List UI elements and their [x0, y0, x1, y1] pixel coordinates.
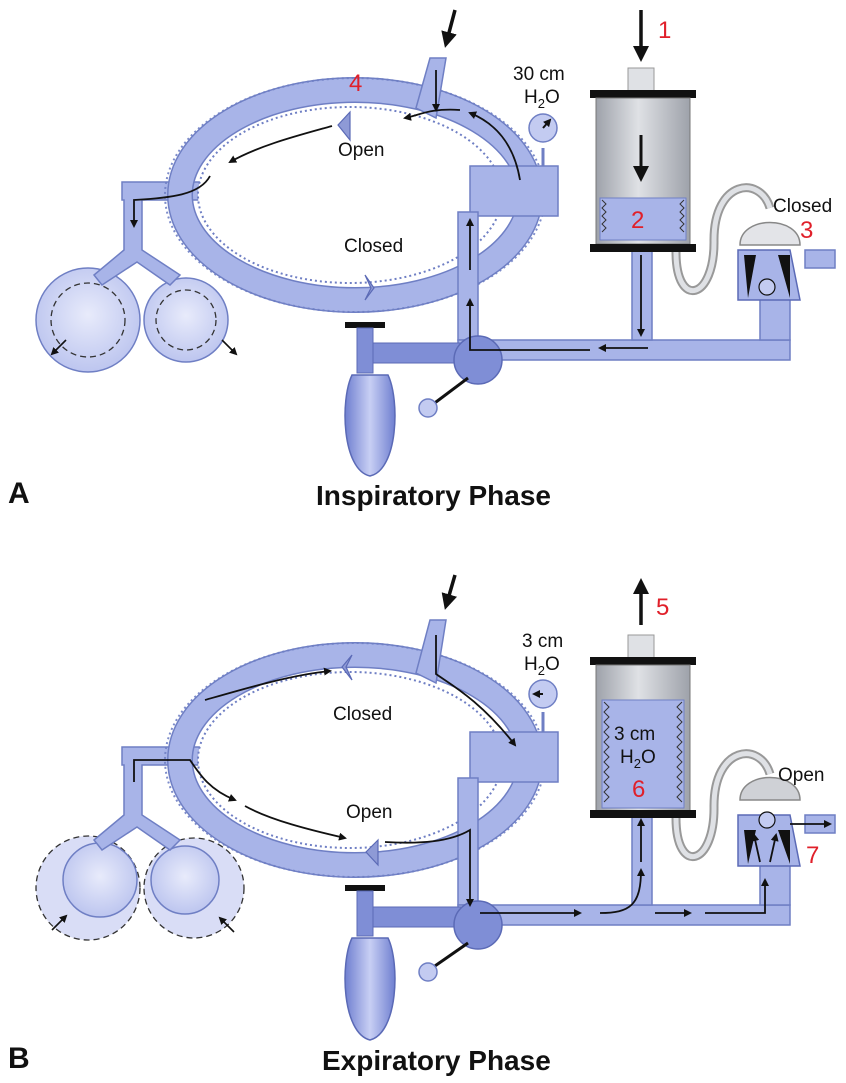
right-lung-expansion-arrow [221, 339, 238, 356]
apl-knob [418, 962, 438, 982]
apl-knob [418, 398, 438, 418]
apl-valve [453, 335, 503, 385]
lower-valve-label: Closed [344, 236, 403, 257]
bellows-pressure-value: 3 cm [614, 724, 655, 745]
drive-pipes [457, 777, 836, 926]
panel-inspiratory: 4 1 2 3 30 cm H2O Open Closed Closed A I… [8, 9, 836, 511]
fresh-gas-inlet [415, 9, 457, 120]
bellows [601, 699, 685, 809]
marker-1: 1 [658, 17, 671, 44]
left-lung-expansion-arrow [50, 339, 67, 356]
bellows-housing [590, 578, 696, 818]
bellows [599, 197, 687, 241]
left-lung [62, 842, 138, 918]
bellows-pressure-unit: H2O [620, 747, 656, 771]
exhalation-valve [737, 776, 801, 867]
bellows-housing [590, 10, 696, 252]
pressure-gauge [528, 679, 558, 732]
drive-pipes [457, 211, 836, 361]
panel-letter-b: B [8, 1042, 30, 1075]
upper-valve [341, 654, 353, 681]
pressure-gauge [528, 113, 558, 166]
lungs [35, 835, 245, 941]
left-lung-deflation-arrow [51, 914, 68, 931]
exhalation-valve-label: Closed [773, 196, 832, 217]
right-lung-resting-outline [155, 289, 217, 351]
pressure-unit: H2O [524, 654, 560, 678]
co2-absorber [469, 731, 559, 783]
fresh-gas-inlet [415, 574, 458, 685]
right-lung-deflation-arrow [218, 916, 235, 933]
upper-valve-label: Open [338, 140, 384, 161]
panel-expiratory: 5 6 7 3 cm H2O Closed Open Open 3 cm H2O… [8, 574, 836, 1076]
panel-title-a: Inspiratory Phase [316, 480, 551, 511]
lower-valve [365, 838, 379, 867]
lungs [35, 267, 238, 373]
upper-valve-label: Closed [333, 704, 392, 725]
reservoir-bag [344, 937, 396, 1041]
panel-letter-a: A [8, 477, 30, 510]
right-lung [150, 845, 220, 915]
reservoir-bag-assembly [344, 322, 503, 477]
reservoir-bag-assembly [344, 885, 503, 1041]
marker-4: 4 [349, 70, 362, 97]
marker-2: 2 [631, 207, 644, 234]
marker-3: 3 [800, 217, 813, 244]
pressure-value: 30 cm [513, 64, 565, 85]
upper-valve [337, 110, 351, 142]
lower-valve [364, 274, 375, 301]
inspiratory-flow-arrows [130, 70, 648, 352]
marker-5: 5 [656, 594, 669, 621]
marker-6: 6 [632, 776, 645, 803]
left-lung-resting-outline [50, 282, 126, 358]
exhalation-valve [737, 221, 801, 301]
expiratory-flow-arrows [133, 635, 832, 917]
panel-title-b: Expiratory Phase [322, 1045, 551, 1076]
pressure-value: 3 cm [522, 631, 563, 652]
exhalation-valve-label: Open [778, 765, 824, 786]
co2-absorber [469, 165, 559, 217]
pressure-unit: H2O [524, 87, 560, 111]
marker-7: 7 [806, 842, 819, 869]
reservoir-bag [344, 374, 396, 477]
lower-valve-label: Open [346, 802, 392, 823]
apl-valve [453, 900, 503, 950]
